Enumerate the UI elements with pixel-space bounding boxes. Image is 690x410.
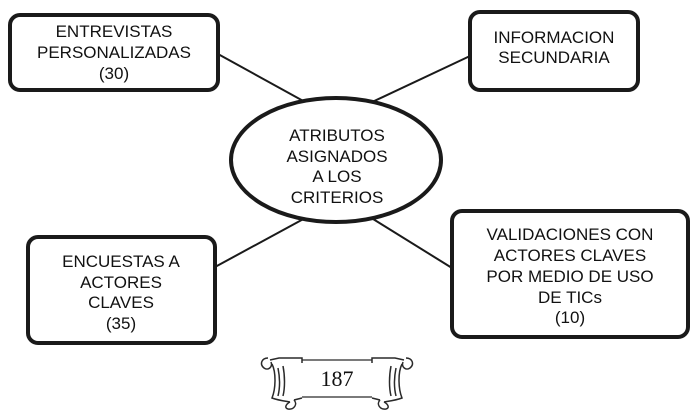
node-encuestas-line-3: CLAVES <box>88 293 154 312</box>
arrow-entrevistas-to-center <box>217 53 317 109</box>
page-number: 187 <box>321 366 354 391</box>
scroll-right-end-icon <box>371 357 414 410</box>
node-validaciones-line-5: (10) <box>555 308 585 327</box>
node-center-line-2: ASIGNADOS <box>286 147 387 166</box>
node-validaciones-line-4: DE TICs <box>538 288 602 307</box>
node-encuestas: ENCUESTAS A ACTORES CLAVES (35) <box>26 235 217 345</box>
node-validaciones-line-1: VALIDACIONES CON <box>487 225 654 244</box>
page-number-ornament: 187 <box>260 357 414 410</box>
node-center-line-3: A LOS <box>312 167 361 186</box>
node-entrevistas-line-2: PERSONALIZADAS <box>37 43 191 62</box>
node-center-line-4: CRITERIOS <box>291 188 384 207</box>
node-center: ATRIBUTOS ASIGNADOS A LOS CRITERIOS <box>229 96 443 224</box>
scroll-left-end-icon <box>260 357 303 410</box>
node-entrevistas-line-3: (30) <box>99 64 129 83</box>
node-validaciones: VALIDACIONES CON ACTORES CLAVES POR MEDI… <box>450 209 690 339</box>
scroll-band <box>302 359 372 398</box>
node-informacion-line-1: INFORMACION <box>494 28 615 47</box>
node-informacion: INFORMACION SECUNDARIA <box>468 10 640 92</box>
node-entrevistas-line-1: ENTREVISTAS <box>56 22 173 41</box>
node-validaciones-line-3: POR MEDIO DE USO <box>486 267 653 286</box>
node-center-line-1: ATRIBUTOS <box>289 126 385 145</box>
node-informacion-line-2: SECUNDARIA <box>498 48 610 67</box>
node-entrevistas: ENTREVISTAS PERSONALIZADAS (30) <box>8 13 220 92</box>
node-encuestas-line-2: ACTORES <box>80 273 162 292</box>
node-encuestas-line-4: (35) <box>106 314 136 333</box>
node-validaciones-line-2: ACTORES CLAVES <box>494 246 646 265</box>
node-encuestas-line-1: ENCUESTAS A <box>62 252 180 271</box>
